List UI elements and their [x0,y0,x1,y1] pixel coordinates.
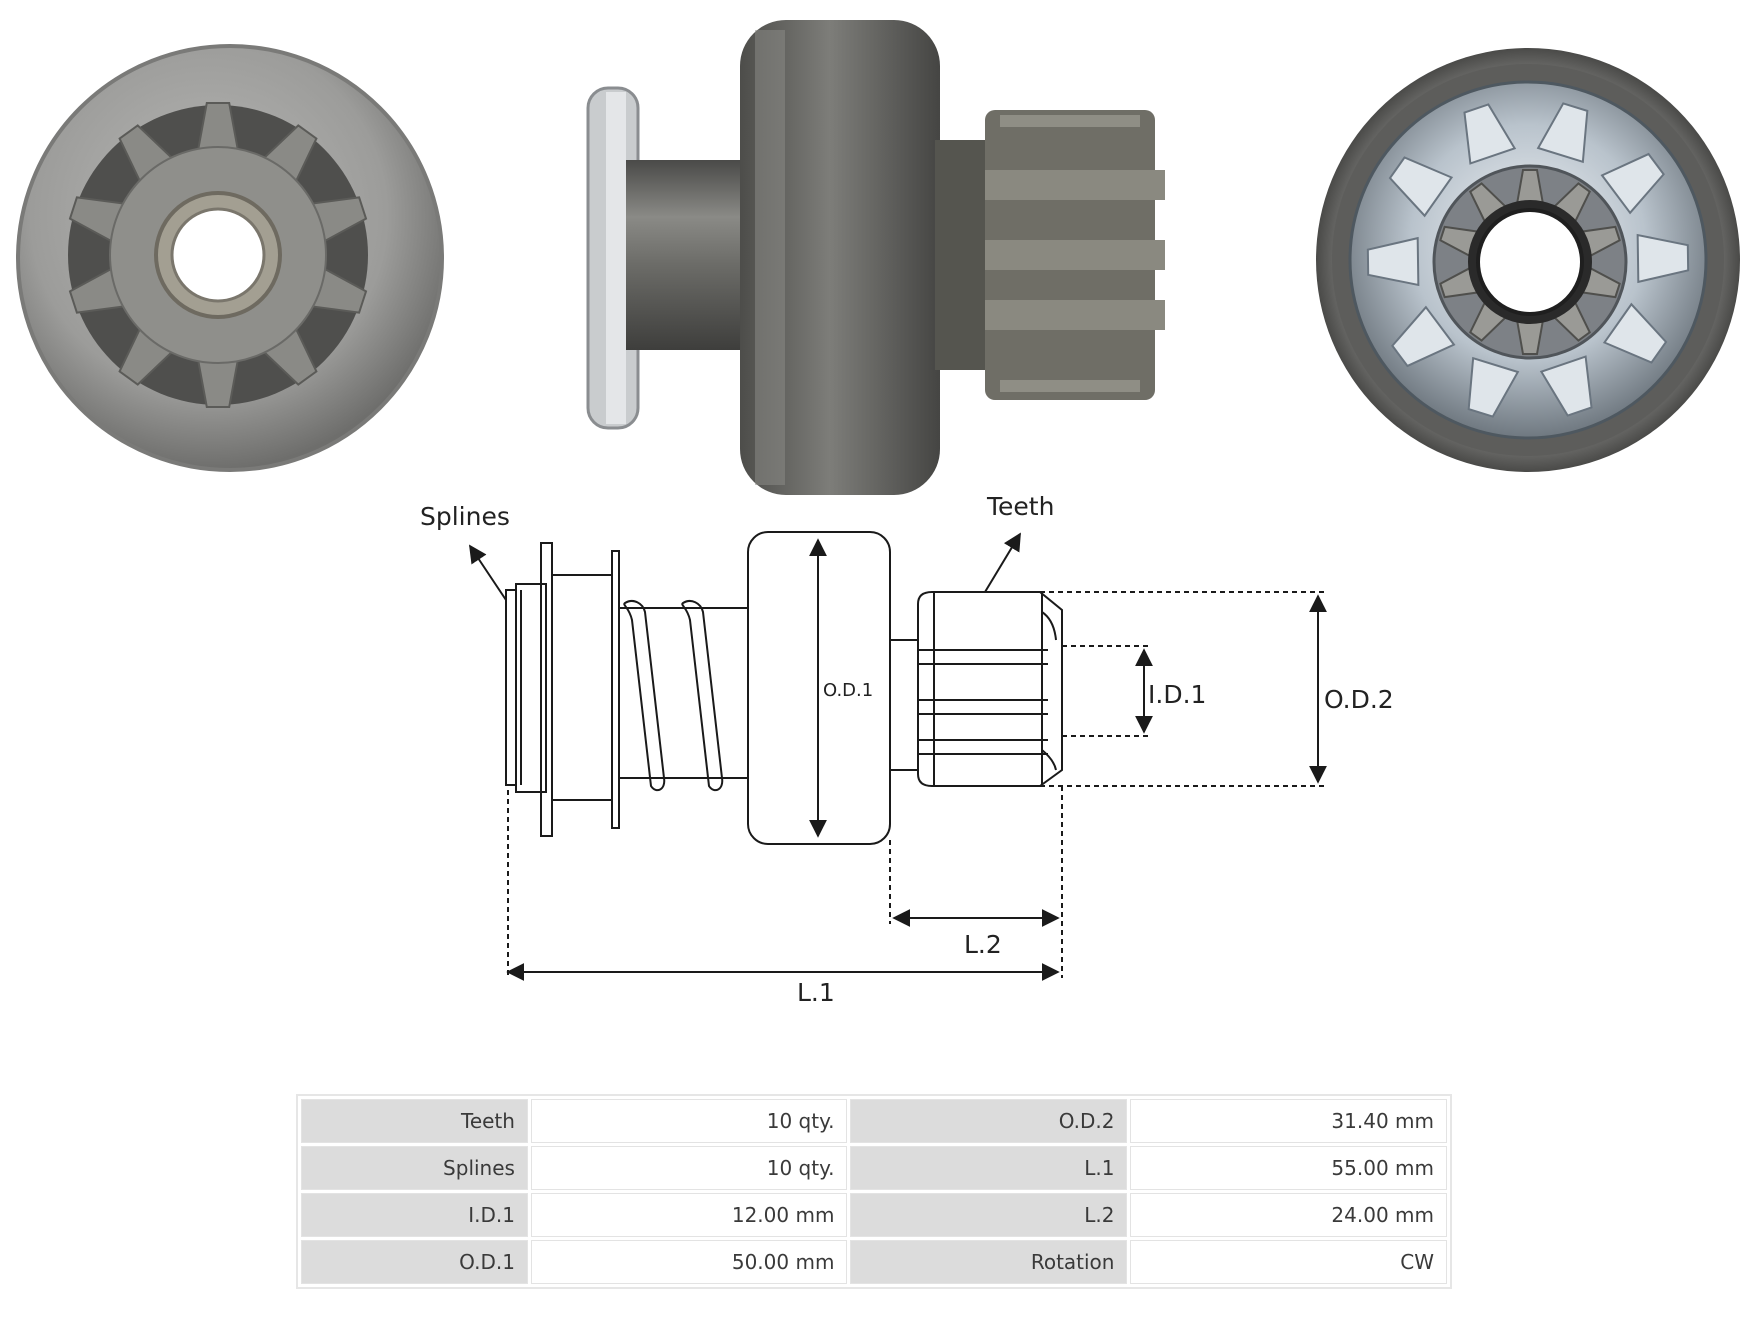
gear-tooth [1391,305,1456,368]
splines-label: Splines [420,502,510,531]
spec-label: Splines [301,1146,528,1190]
flange-plate-1 [540,542,553,837]
product-photos [16,20,1740,495]
spec-value: CW [1130,1240,1447,1284]
specifications-table: Teeth 10 qty. O.D.2 31.40 mm Splines 10 … [296,1094,1452,1289]
l2-label: L.2 [964,930,1002,959]
drive-side-photo [586,20,1165,495]
spring-coil-2 [681,600,724,792]
l1-label: L.1 [797,978,835,1007]
pinion-neck [889,639,919,771]
technical-drawing [469,531,1328,981]
spec-label: O.D.2 [850,1099,1128,1143]
spec-label: Teeth [301,1099,528,1143]
flange-plate-2 [611,550,620,829]
spec-value: 31.40 mm [1130,1099,1447,1143]
gear-tooth [1636,233,1690,284]
spec-value: 10 qty. [530,1146,848,1190]
spec-value: 55.00 mm [1130,1146,1447,1190]
spec-label: Rotation [850,1240,1128,1284]
gear-tooth [1602,302,1668,364]
spring-coil-1 [623,600,666,792]
splines-sleeve [515,583,547,793]
spec-label: L.1 [850,1146,1128,1190]
teeth-leader [984,532,1021,593]
od2-label: O.D.2 [1324,685,1394,714]
table-row: Teeth 10 qty. O.D.2 31.40 mm [301,1099,1447,1143]
gear-tooth [1536,102,1589,164]
spec-value: 50.00 mm [530,1240,848,1284]
spec-label: I.D.1 [301,1193,528,1237]
table-row: Splines 10 qty. L.1 55.00 mm [301,1146,1447,1190]
gear-tooth [1539,355,1593,417]
spec-value: 10 qty. [530,1099,848,1143]
splines-leader [469,544,507,601]
pinion-front-photo [16,44,444,472]
spec-value: 12.00 mm [530,1193,848,1237]
pinion-body [917,591,1063,787]
gear-tooth [1366,236,1420,287]
od1-label: O.D.1 [823,680,874,701]
gear-tooth [1463,103,1517,165]
spec-value: 24.00 mm [1130,1193,1447,1237]
spec-label: L.2 [850,1193,1128,1237]
table-row: I.D.1 12.00 mm L.2 24.00 mm [301,1193,1447,1237]
splines-end [505,589,517,786]
id1-label: I.D.1 [1148,680,1207,709]
teeth-label: Teeth [987,492,1055,521]
spec-label: O.D.1 [301,1240,528,1284]
gear-tooth [1600,152,1665,215]
gear-tooth [1467,356,1520,418]
clutch-rear-photo [1316,48,1740,472]
table-row: O.D.1 50.00 mm Rotation CW [301,1240,1447,1284]
gear-tooth [1388,156,1454,218]
